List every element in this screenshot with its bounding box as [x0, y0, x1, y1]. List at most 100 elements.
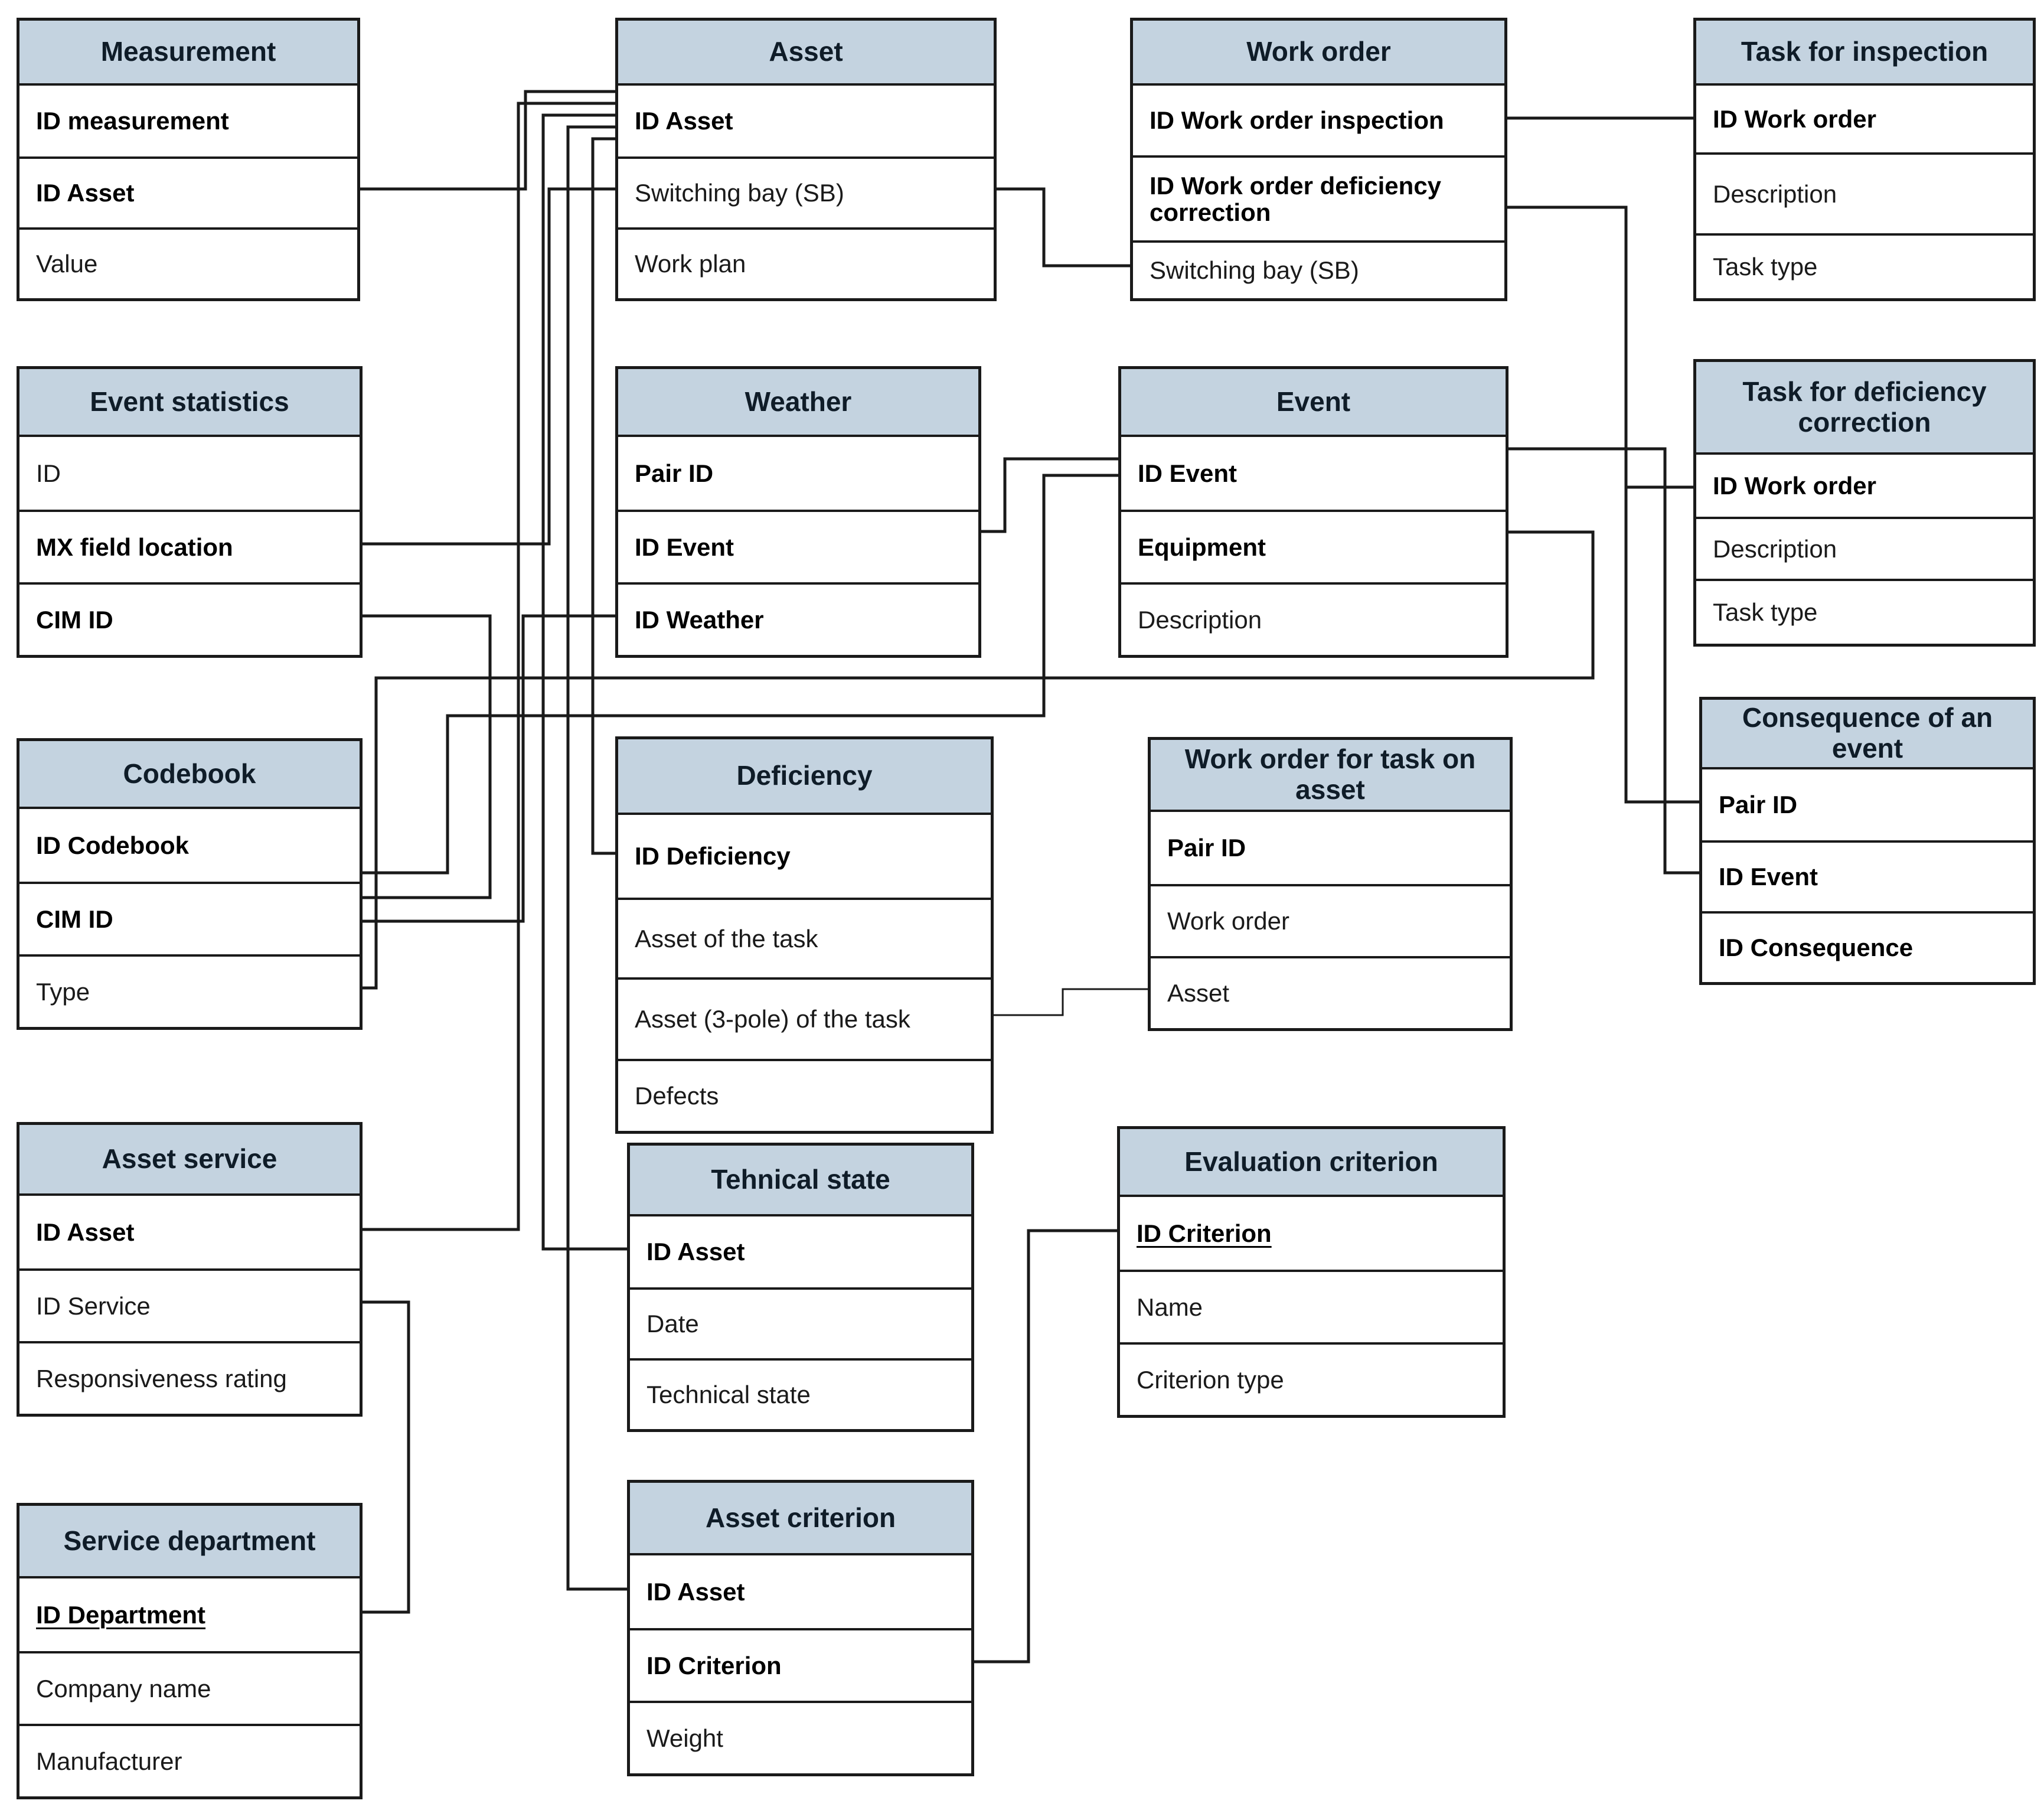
field-event-description: Description — [1121, 582, 1506, 655]
edge-deficiency-iddeficiency--asset-idasset — [591, 137, 617, 855]
edge-asset-switchingbay--workorder-switchingbay — [989, 187, 1132, 268]
entity-title-deficiency: Deficiency — [618, 739, 991, 815]
field-label: Asset — [1167, 979, 1230, 1007]
field-label: Pair ID — [1167, 834, 1246, 862]
field-work-order-for-task-on-asset-work-order: Work order — [1151, 884, 1510, 956]
edge-assetcriterion-idcriterion--evaluationcriterion-idcriterion — [967, 1229, 1119, 1664]
field-label: ID — [36, 459, 61, 487]
field-measurement-value: Value — [19, 227, 357, 298]
field-task-for-inspection-description: Description — [1696, 152, 2033, 233]
field-consequence-of-an-event-id-event: ID Event — [1702, 840, 2033, 911]
entity-title-tehnical-state: Tehnical state — [630, 1146, 971, 1216]
field-weather-id-event: ID Event — [618, 510, 978, 582]
field-label: Criterion type — [1137, 1365, 1284, 1394]
field-asset-id-asset: ID Asset — [618, 86, 994, 156]
field-weather-pair-id: Pair ID — [618, 437, 978, 510]
field-label: ID Criterion — [646, 1651, 782, 1679]
field-label: ID Work order deficiency correction — [1150, 171, 1442, 226]
field-label: Pair ID — [1719, 791, 1798, 819]
edge-eventstats-cimid--codebook-cimid — [355, 614, 492, 899]
entity-title-weather: Weather — [618, 369, 978, 437]
field-label: Defects — [635, 1082, 719, 1110]
entity-title-asset-criterion: Asset criterion — [630, 1483, 971, 1555]
entity-title-event-statistics: Event statistics — [19, 369, 360, 437]
field-evaluation-criterion-criterion-type: Criterion type — [1120, 1342, 1503, 1415]
field-work-order-id-work-order-inspection: ID Work order inspection — [1133, 86, 1504, 155]
field-codebook-cim-id: CIM ID — [19, 882, 360, 954]
field-codebook-id-codebook: ID Codebook — [19, 809, 360, 882]
field-label: Type — [36, 977, 90, 1006]
field-task-for-deficiency-correction-id-work-order: ID Work order — [1696, 455, 2033, 517]
field-label: Description — [1713, 534, 1837, 563]
field-label: Description — [1138, 605, 1262, 634]
field-label: Value — [36, 250, 98, 278]
edge-assetservice-idasset--asset-idasset — [355, 102, 617, 1231]
field-measurement-id-measurement: ID measurement — [19, 86, 357, 156]
field-label: Work order — [1167, 907, 1289, 935]
field-label: ID Criterion — [1137, 1219, 1272, 1247]
field-service-department-company-name: Company name — [19, 1651, 360, 1724]
field-consequence-of-an-event-id-consequence: ID Consequence — [1702, 911, 2033, 982]
field-task-for-deficiency-correction-task-type: Task type — [1696, 579, 2033, 644]
field-consequence-of-an-event-pair-id: Pair ID — [1702, 769, 2033, 840]
field-label: ID Department — [36, 1600, 206, 1629]
edge-eventstats-mx--asset-switchingbay — [355, 187, 617, 546]
field-label: MX field location — [36, 533, 233, 561]
field-label: CIM ID — [36, 905, 113, 933]
entity-title-task-for-inspection: Task for inspection — [1696, 21, 2033, 86]
field-evaluation-criterion-name: Name — [1120, 1270, 1503, 1342]
field-label: Responsiveness rating — [36, 1364, 287, 1392]
field-label: Manufacturer — [36, 1747, 182, 1775]
field-label: Switching bay (SB) — [635, 179, 844, 207]
field-tehnical-state-technical-state: Technical state — [630, 1358, 971, 1429]
field-codebook-type: Type — [19, 954, 360, 1027]
field-label: Pair ID — [635, 459, 714, 487]
field-deficiency-asset-of-the-task: Asset of the task — [618, 898, 991, 977]
field-event-equipment: Equipment — [1121, 510, 1506, 582]
field-work-order-for-task-on-asset-pair-id: Pair ID — [1151, 812, 1510, 884]
edge-weather-idevent--event-idevent — [974, 457, 1120, 533]
field-label: ID Event — [635, 533, 734, 561]
edge-workorder-defcorrection--consequence-pairid — [1500, 206, 1701, 804]
field-work-order-for-task-on-asset-asset: Asset — [1151, 956, 1510, 1028]
field-label: Switching bay (SB) — [1150, 256, 1359, 285]
field-tehnical-state-id-asset: ID Asset — [630, 1216, 971, 1287]
field-deficiency-asset-3-pole-of-the-task: Asset (3-pole) of the task — [618, 977, 991, 1059]
field-label: ID Work order — [1713, 471, 1876, 500]
field-measurement-id-asset: ID Asset — [19, 156, 357, 227]
field-service-department-manufacturer: Manufacturer — [19, 1724, 360, 1796]
field-label: CIM ID — [36, 605, 113, 634]
field-asset-switching-bay-sb: Switching bay (SB) — [618, 156, 994, 227]
field-label: ID Work order — [1713, 105, 1876, 133]
field-label: Company name — [36, 1674, 211, 1702]
field-event-statistics-mx-field-location: MX field location — [19, 510, 360, 582]
field-label: ID Service — [36, 1291, 151, 1320]
edge-assetservice-idservice--servicedepartment-iddepartment — [355, 1300, 410, 1614]
field-label: Equipment — [1138, 533, 1266, 561]
edge-weather-idweather--codebook-cimid — [355, 614, 617, 923]
field-label: ID Asset — [646, 1238, 745, 1266]
field-evaluation-criterion-id-criterion: ID Criterion — [1120, 1197, 1503, 1270]
entity-title-work-order: Work order — [1133, 21, 1504, 86]
field-asset-criterion-id-criterion: ID Criterion — [630, 1628, 971, 1701]
field-label: Date — [646, 1310, 699, 1338]
field-event-statistics-id: ID — [19, 437, 360, 510]
field-label: ID Asset — [36, 179, 135, 207]
field-label: ID Deficiency — [635, 842, 791, 870]
entity-title-consequence-of-an-event: Consequence of an event — [1702, 700, 2033, 769]
entity-title-work-order-for-task-on-asset: Work order for task on asset — [1151, 740, 1510, 812]
field-label: ID Asset — [635, 107, 733, 135]
field-asset-criterion-weight: Weight — [630, 1701, 971, 1773]
